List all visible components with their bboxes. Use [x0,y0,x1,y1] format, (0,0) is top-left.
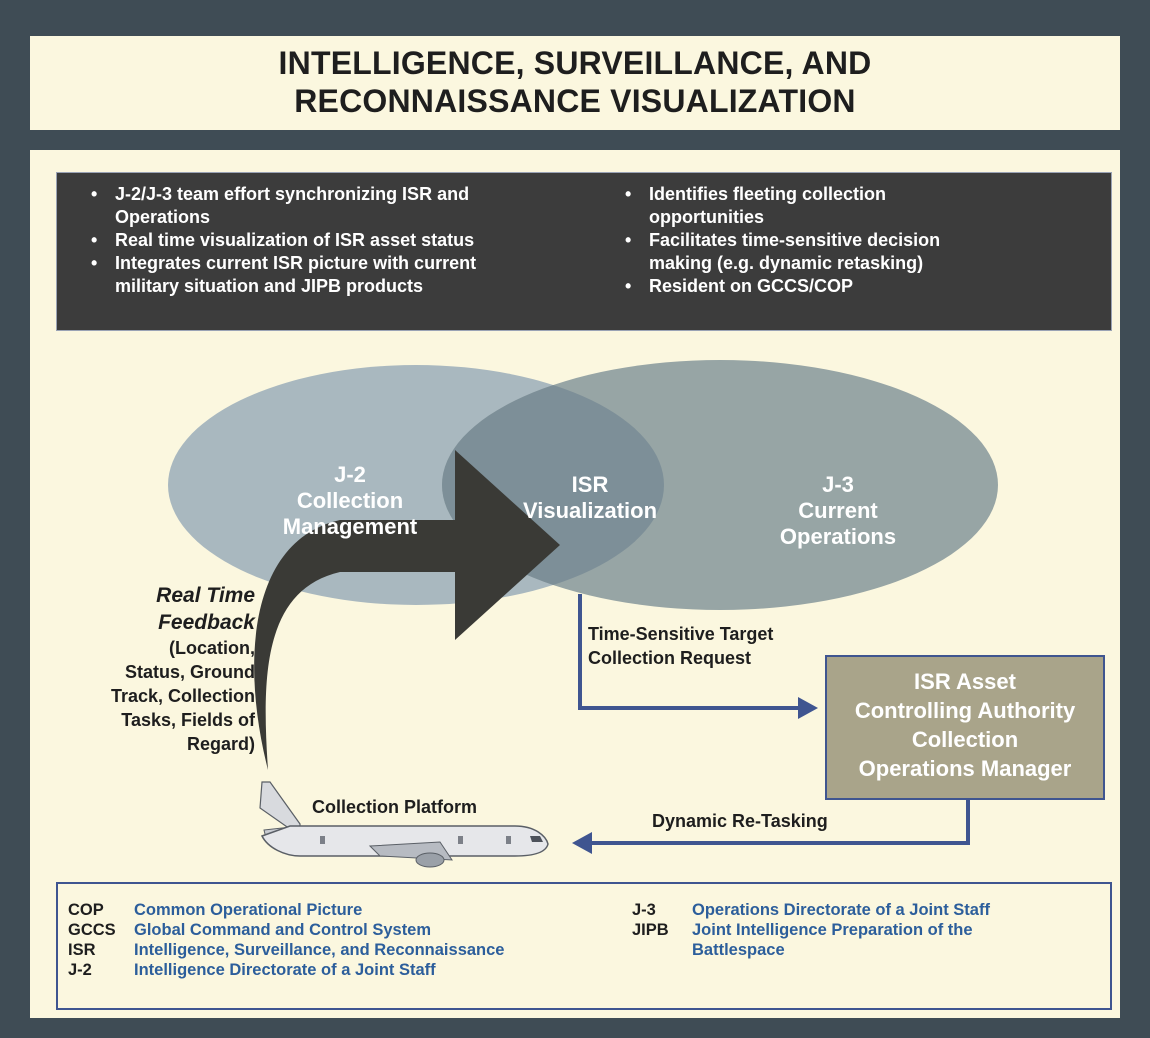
bullet-dot-icon: • [91,184,98,204]
title-line-2: RECONNAISSANCE VISUALIZATION [294,83,856,119]
bullet-dot-icon: • [91,253,98,273]
retask-arrowhead [572,832,592,854]
bullet-item: •Resident on GCCS/COP [625,276,854,296]
j2-label: J-2 Collection Management [282,462,418,539]
feedback-label: Real Time Feedback (Location, Status, Gr… [110,584,255,754]
collection-platform-label: Collection Platform [312,797,478,817]
tst-request-label: Time-Sensitive Target Collection Request [588,624,774,668]
bullet-list-left: •J-2/J-3 team effort synchronizing ISR a… [89,183,569,298]
bullet-item: •J-2/J-3 team effort synchronizing ISR a… [91,184,470,227]
bullet-item: •Integrates current ISR picture with cur… [91,253,477,296]
dynamic-retasking-label: Dynamic Re-Tasking [652,811,828,831]
feedback-arrow [254,450,560,770]
bullet-dot-icon: • [625,184,632,204]
aircraft-icon [259,781,549,868]
asset-authority-box: ISR Asset Controlling Authority Collecti… [825,655,1105,800]
glossary-box: COP Common Operational Picture GCCS Glob… [56,882,1112,1010]
bullet-item: •Real time visualization of ISR asset st… [91,230,475,250]
isr-overlap [442,365,664,605]
title-line-1: INTELLIGENCE, SURVEILLANCE, AND [278,45,872,81]
tst-arrowhead [798,697,818,719]
retask-connector [592,800,970,845]
bullet-dot-icon: • [91,230,98,250]
isr-visualization-label: ISR Visualization [522,472,658,523]
j3-label: J-3 Current Operations [779,472,897,549]
title-box: INTELLIGENCE, SURVEILLANCE, AND RECONNAI… [30,36,1120,130]
tst-connector [578,594,800,710]
bullet-box: •J-2/J-3 team effort synchronizing ISR a… [56,172,1112,331]
bullet-dot-icon: • [625,276,632,296]
bullet-dot-icon: • [625,230,632,250]
